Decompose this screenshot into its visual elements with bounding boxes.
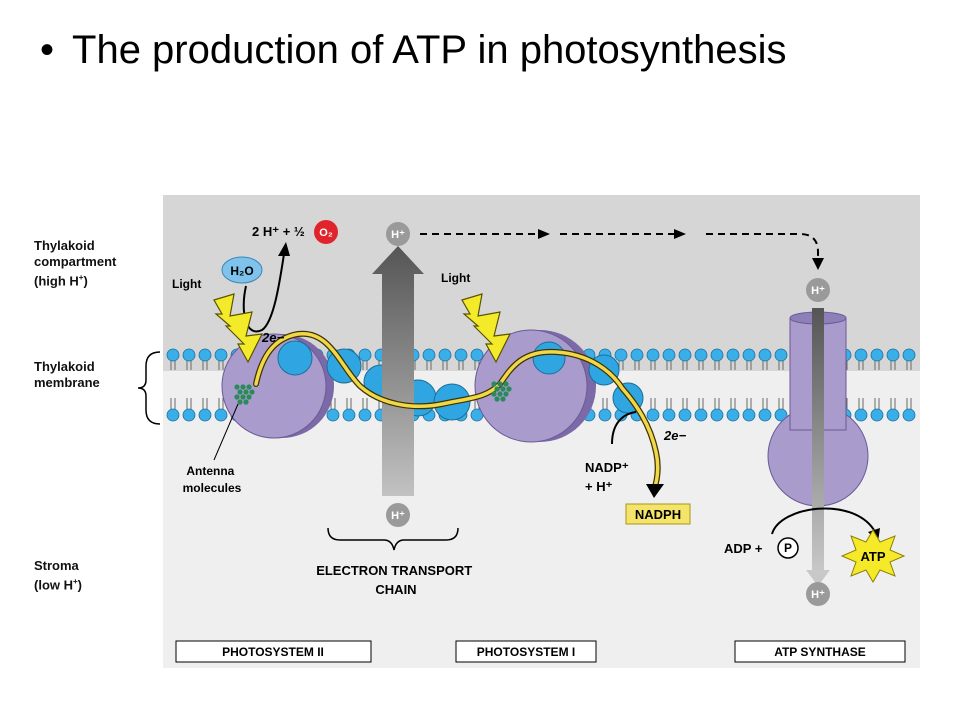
svg-text:H⁺: H⁺ — [811, 285, 825, 297]
slide-title: • The production of ATP in photosynthesis — [40, 28, 787, 73]
svg-text:ATP SYNTHASE: ATP SYNTHASE — [774, 645, 866, 659]
light-label-psii: Light — [172, 277, 201, 291]
adp-label: ADP + — [724, 541, 763, 556]
etc-label: ELECTRON TRANSPORT CHAIN — [316, 563, 476, 597]
atp-label: ATP — [860, 549, 885, 564]
atp-star — [840, 529, 906, 583]
title-bullet: • — [40, 28, 55, 72]
photosystem-ii-label-box: PHOTOSYSTEM II — [175, 640, 372, 663]
water-molecule — [221, 256, 263, 284]
etc-brace — [327, 527, 459, 551]
nadp-label: NADP⁺ + H⁺ — [585, 460, 632, 494]
lightning-bolt-psi — [461, 293, 512, 364]
membrane-brace — [137, 351, 161, 425]
svg-text:PHOTOSYSTEM I: PHOTOSYSTEM I — [477, 645, 575, 659]
oxygen-label: O₂ — [319, 227, 333, 239]
electron-label-psii: 2e− — [261, 330, 284, 345]
antenna-label: Antenna molecules — [183, 464, 242, 495]
nadph-box — [625, 503, 691, 525]
atp-synthase-complex — [767, 308, 869, 586]
proton-pump-arrow — [372, 246, 424, 496]
antenna-molecules-psii — [234, 384, 255, 405]
svg-text:H⁺: H⁺ — [391, 510, 405, 522]
photosystem-i-label-box: PHOTOSYSTEM I — [455, 640, 597, 663]
proton-flow-dashed — [420, 229, 824, 270]
nadph-label: NADPH — [635, 507, 681, 522]
antenna-pointer-line — [213, 403, 239, 461]
water-products-label: 2 H⁺ + ½ — [252, 224, 305, 239]
h-ion-synthase-top: H⁺ — [806, 278, 830, 302]
atp-synthesis-arrow — [771, 507, 875, 535]
svg-text:H⁺: H⁺ — [811, 589, 825, 601]
light-label-psi: Light — [441, 271, 470, 285]
electron-path-arrowhead — [646, 484, 664, 498]
nadp-arrow — [611, 411, 637, 445]
electron-label-psi: 2e− — [663, 428, 686, 443]
h-ion-bottom: H⁺ — [386, 503, 410, 527]
phosphate-label: P — [784, 541, 792, 555]
water-split-arrow — [242, 253, 285, 333]
svg-text:PHOTOSYSTEM II: PHOTOSYSTEM II — [222, 645, 324, 659]
svg-text:H⁺: H⁺ — [391, 229, 405, 241]
thylakoid-membrane-label: Thylakoid membrane — [34, 359, 100, 390]
antenna-molecules-psi — [491, 381, 512, 402]
atp-synthase-label-box: ATP SYNTHASE — [734, 640, 906, 663]
photosystem-i-complex — [474, 329, 596, 443]
phosphate-circle — [777, 537, 799, 559]
h-ion-synthase-bottom: H⁺ — [806, 582, 830, 606]
water-label: H₂O — [230, 264, 253, 278]
lightning-bolt-psii — [213, 293, 264, 364]
thylakoid-compartment-label: Thylakoid compartment (high H+) — [34, 238, 117, 289]
stroma-label: Stroma (low H+) — [34, 558, 83, 593]
h-ion-top: H⁺ — [386, 222, 410, 246]
title-text: The production of ATP in photosynthesis — [72, 28, 787, 72]
oxygen-molecule — [314, 220, 338, 244]
